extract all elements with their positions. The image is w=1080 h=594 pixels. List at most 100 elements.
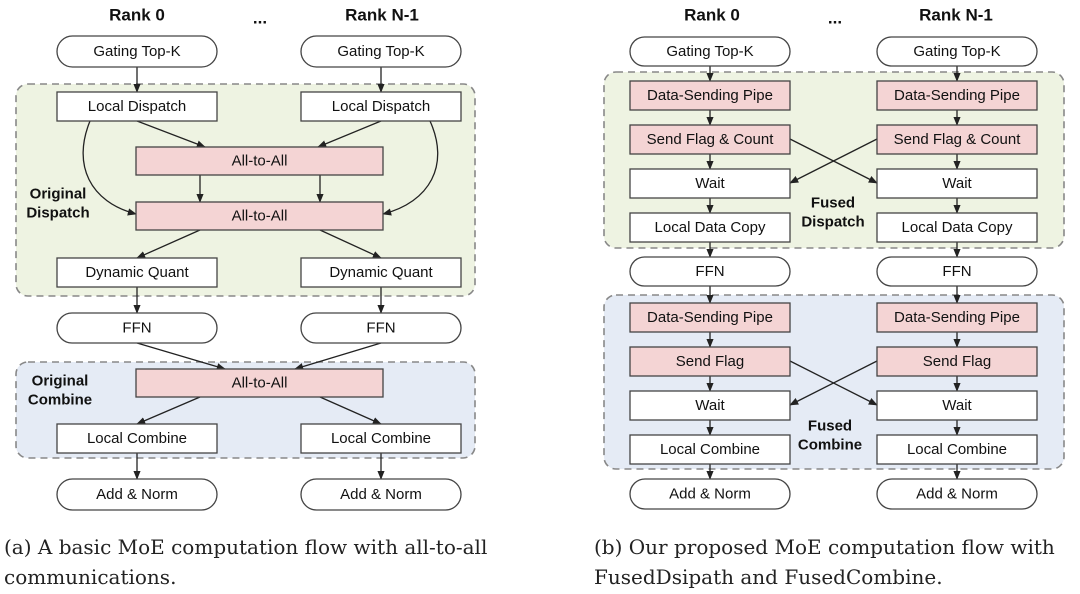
- left-gating-rankN-label: Gating Top-K: [337, 43, 424, 60]
- right-local-data-copy-rankN-label: Local Data Copy: [902, 219, 1013, 236]
- right-wait-combine-rank0-box: [629, 390, 791, 421]
- left-local-dispatch-rank0-label: Local Dispatch: [88, 98, 186, 115]
- right-data-pipe-dispatch-rankN-label: Data-Sending Pipe: [894, 87, 1020, 104]
- left-add-norm-rank0-label: Add & Norm: [96, 486, 178, 503]
- right-send-flag-count-rankN-label: Send Flag & Count: [894, 131, 1022, 148]
- left-all-to-all-2-label: All-to-All: [232, 208, 288, 225]
- right-local-combine-rankN-label: Local Combine: [907, 441, 1007, 458]
- right-add-norm-rank0-label: Add & Norm: [669, 486, 751, 503]
- right-add-norm-rankN-box: [876, 478, 1038, 510]
- left-add-norm-rankN-box: [300, 478, 462, 511]
- right-wait-dispatch-rank0-box: [629, 168, 791, 199]
- left-local-combine-rank0-label: Local Combine: [87, 430, 187, 447]
- arrow-a-ffn-a2a-n: [294, 342, 382, 371]
- right-local-data-copy-rank0-box: [629, 212, 791, 243]
- left-all-to-all-1-box: [135, 146, 384, 176]
- left-local-combine-rank0-box: [56, 423, 218, 454]
- right-data-pipe-dispatch-rank0-box: [629, 80, 791, 111]
- arrow-b-cross-combine-n-to-0: [789, 360, 878, 406]
- arrow-a-dispatch-a2a-n: [317, 120, 382, 148]
- right-send-flag-rankN-box: [876, 346, 1038, 377]
- right-wait-combine-rankN-box: [876, 390, 1038, 421]
- left-add-norm-rankN-label: Add & Norm: [340, 486, 422, 503]
- original-dispatch-label-line1: Original: [30, 186, 87, 203]
- left-all-to-all-2-box: [135, 201, 384, 231]
- caption-b-line2: FusedDsipath and FusedCombine.: [594, 565, 943, 589]
- right-gating-rank0-box: [629, 36, 791, 67]
- arrow-a-dispatch-a2a-0: [136, 120, 206, 148]
- fused-dispatch-label-line2: Dispatch: [801, 214, 864, 231]
- right-ffn-rank0-box: [629, 256, 791, 287]
- left-gating-rank0-box: [56, 35, 218, 68]
- right-rankN-heading: Rank N-1: [919, 6, 993, 25]
- left-all-to-all-1-label: All-to-All: [232, 153, 288, 170]
- caption-a-line2: communications.: [4, 565, 177, 589]
- right-wait-dispatch-rank0-label: Wait: [695, 175, 725, 192]
- right-ffn-rankN-box: [876, 256, 1038, 287]
- right-send-flag-rank0-box: [629, 346, 791, 377]
- right-wait-combine-rank0-label: Wait: [695, 397, 725, 414]
- right-data-pipe-combine-rankN-label: Data-Sending Pipe: [894, 309, 1020, 326]
- original-combine-label-line1: Original: [32, 373, 89, 390]
- left-ffn-rank0-box: [56, 312, 218, 344]
- right-send-flag-count-rank0-label: Send Flag & Count: [647, 131, 775, 148]
- arrow-a-dispatch-curve-0: [82, 120, 137, 216]
- caption-b: (b) Our proposed MoE computation flow wi…: [594, 532, 1055, 592]
- right-add-norm-rank0-box: [629, 478, 791, 510]
- right-wait-dispatch-rankN-label: Wait: [942, 175, 972, 192]
- left-gating-rankN-box: [300, 35, 462, 68]
- left-ffn-rank0-label: FFN: [122, 320, 151, 337]
- left-ffn-rankN-label: FFN: [366, 320, 395, 337]
- left-dynamic-quant-rankN-label: Dynamic Quant: [329, 264, 433, 281]
- right-data-pipe-dispatch-rank0-label: Data-Sending Pipe: [647, 87, 773, 104]
- right-send-flag-count-rankN-box: [876, 124, 1038, 155]
- left-gating-rank0-label: Gating Top-K: [93, 43, 180, 60]
- right-send-flag-rank0-label: Send Flag: [676, 353, 744, 370]
- left-local-dispatch-rankN-label: Local Dispatch: [332, 98, 430, 115]
- right-local-combine-rankN-box: [876, 434, 1038, 465]
- original-dispatch-region: [15, 83, 476, 297]
- original-combine-label-line2: Combine: [28, 392, 92, 409]
- left-local-dispatch-rank0-box: [56, 91, 218, 122]
- arrow-a-dispatch-curve-n: [382, 120, 439, 216]
- right-gating-rankN-box: [876, 36, 1038, 67]
- right-local-combine-rank0-label: Local Combine: [660, 441, 760, 458]
- left-ellipsis: ...: [253, 9, 267, 28]
- left-local-combine-rankN-box: [300, 423, 462, 454]
- left-all-to-all-3-box: [135, 368, 384, 398]
- right-data-pipe-combine-rank0-box: [629, 302, 791, 333]
- arrow-a-a2a-quant-n: [319, 229, 382, 259]
- right-wait-combine-rankN-label: Wait: [942, 397, 972, 414]
- left-local-dispatch-rankN-box: [300, 91, 462, 122]
- right-gating-rankN-label: Gating Top-K: [913, 43, 1000, 60]
- fused-dispatch-label-line1: Fused: [811, 195, 855, 212]
- right-data-pipe-combine-rank0-label: Data-Sending Pipe: [647, 309, 773, 326]
- fused-combine-label-line2: Combine: [798, 437, 862, 454]
- right-send-flag-rankN-label: Send Flag: [923, 353, 991, 370]
- arrow-b-cross-dispatch-n-to-0: [789, 138, 878, 184]
- caption-a-line1: (a) A basic MoE computation flow with al…: [4, 535, 488, 559]
- fused-dispatch-region: [603, 71, 1065, 249]
- right-send-flag-count-rank0-box: [629, 124, 791, 155]
- left-add-norm-rank0-box: [56, 478, 218, 511]
- right-ellipsis: ...: [828, 9, 842, 28]
- left-local-combine-rankN-label: Local Combine: [331, 430, 431, 447]
- arrow-a-ffn-a2a-0: [136, 342, 226, 371]
- left-rankN-heading: Rank N-1: [345, 6, 419, 25]
- arrow-a-a2a-combine-n: [319, 396, 382, 425]
- fused-combine-region: [603, 294, 1065, 470]
- right-local-combine-rank0-box: [629, 434, 791, 465]
- right-local-data-copy-rankN-box: [876, 212, 1038, 243]
- right-add-norm-rankN-label: Add & Norm: [916, 486, 998, 503]
- fused-combine-label-line1: Fused: [808, 418, 852, 435]
- right-ffn-rank0-label: FFN: [695, 263, 724, 280]
- right-data-pipe-dispatch-rankN-box: [876, 80, 1038, 111]
- left-rank0-heading: Rank 0: [109, 6, 165, 25]
- right-ffn-rankN-label: FFN: [942, 263, 971, 280]
- left-ffn-rankN-box: [300, 312, 462, 344]
- left-dynamic-quant-rank0-label: Dynamic Quant: [85, 264, 189, 281]
- right-wait-dispatch-rankN-box: [876, 168, 1038, 199]
- right-gating-rank0-label: Gating Top-K: [666, 43, 753, 60]
